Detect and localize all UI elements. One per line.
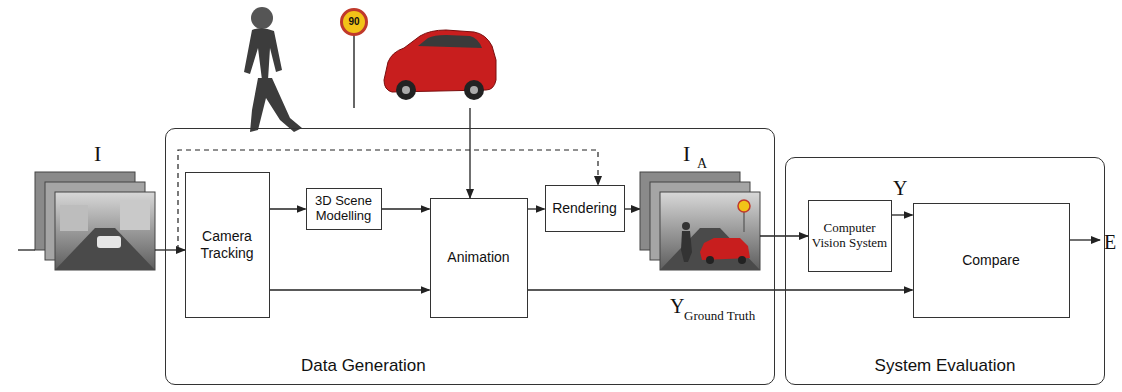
group-title: Data Generation xyxy=(301,356,426,376)
flow-arrow xyxy=(892,214,913,215)
signal-label: Y xyxy=(893,178,907,198)
flow-arrow xyxy=(528,289,913,290)
sign-number: 90 xyxy=(344,17,364,27)
input-line xyxy=(18,249,35,250)
objects-arrow xyxy=(469,108,470,198)
box-label: Compare xyxy=(962,252,1020,268)
image-label: I xyxy=(94,143,101,165)
image-input-arrow xyxy=(760,235,808,236)
process-box: Compare xyxy=(913,203,1070,318)
image-label: I xyxy=(683,143,690,165)
input-image-stack xyxy=(35,172,155,270)
red-car xyxy=(384,30,496,100)
flow-arrow xyxy=(528,208,545,209)
flow-arrow xyxy=(382,208,430,209)
process-box: Animation xyxy=(430,198,528,318)
process-box: Rendering xyxy=(545,185,625,232)
speed-sign xyxy=(342,10,367,109)
pedestrian-figure xyxy=(244,7,302,132)
group-title: System Evaluation xyxy=(786,356,1104,376)
augmented-image-stack xyxy=(640,172,760,270)
group-box: System Evaluation Computer Vision SystemC… xyxy=(785,157,1105,385)
box-label: Camera Tracking xyxy=(189,228,266,260)
box-label: 3D Scene Modelling xyxy=(310,194,378,224)
flow-arrow xyxy=(270,289,430,290)
signal-label: E xyxy=(1104,232,1116,252)
group-box: Data Generation Camera Tracking 3D Scene M… xyxy=(165,128,775,385)
flow-arrow xyxy=(270,208,306,209)
subscript: A xyxy=(697,157,707,171)
error-output-arrow xyxy=(1070,239,1100,240)
input-arrow xyxy=(155,249,185,250)
box-label: Rendering xyxy=(552,200,617,216)
process-box: Camera Tracking xyxy=(185,172,270,318)
signal-label: Y xyxy=(670,296,684,316)
render-output-arrow xyxy=(625,208,640,209)
box-label: Computer Vision System xyxy=(812,221,888,251)
subscript: Ground Truth xyxy=(684,309,755,322)
process-box: Computer Vision System xyxy=(808,200,892,272)
box-label: Animation xyxy=(447,249,509,265)
process-box: 3D Scene Modelling xyxy=(306,188,382,230)
